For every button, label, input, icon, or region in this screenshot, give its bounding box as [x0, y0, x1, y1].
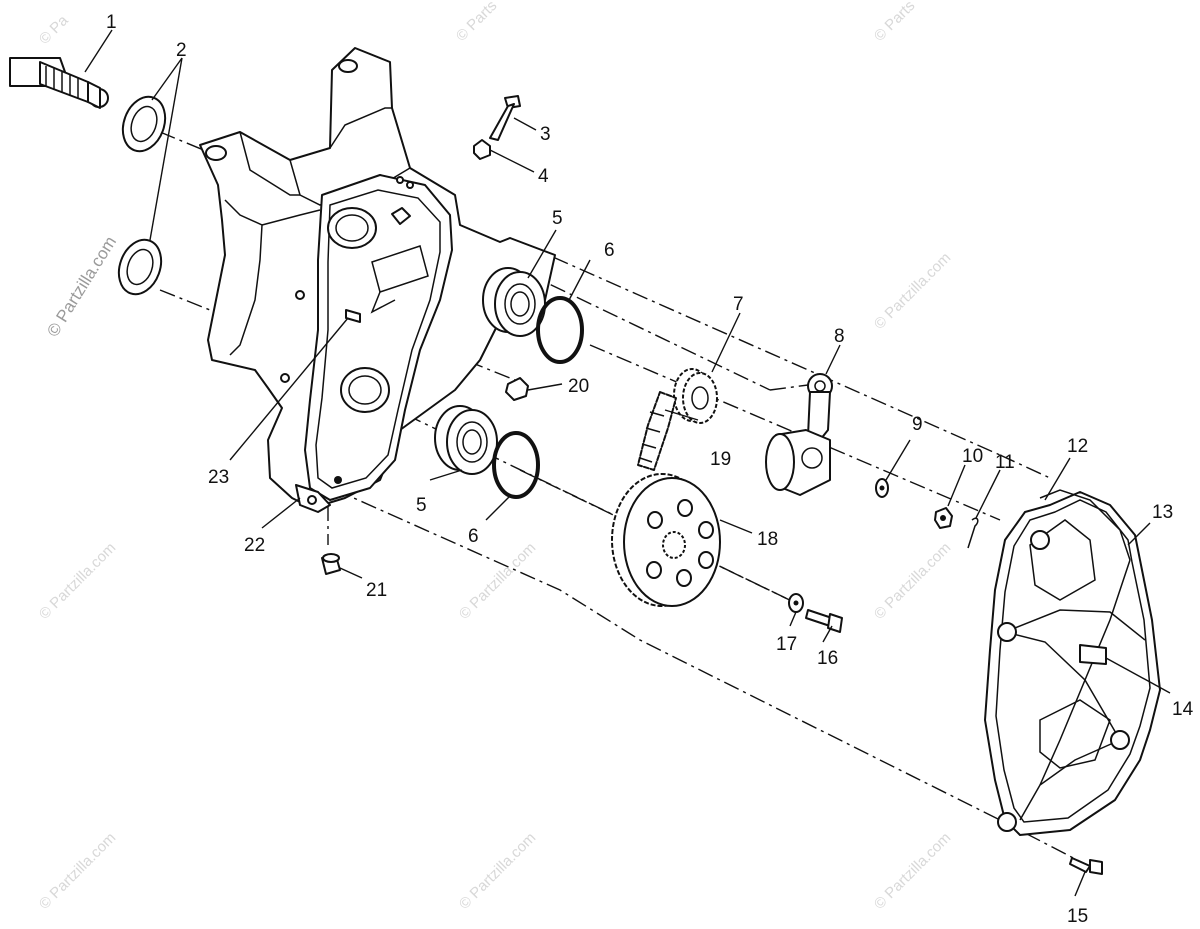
watermark: © Partzilla.com	[36, 829, 119, 912]
part-6-snap-ring-lower	[492, 431, 540, 499]
part-7-sprocket	[673, 368, 718, 424]
callout-10: 10	[962, 446, 983, 467]
callout-1: 1	[106, 12, 117, 33]
callout-9: 9	[912, 414, 923, 435]
callout-7: 7	[733, 294, 744, 315]
part-17-washer	[788, 593, 804, 613]
callout-14: 14	[1172, 699, 1194, 720]
callout-12: 12	[1067, 436, 1088, 457]
watermark: © Partzilla.com	[36, 539, 119, 622]
callout-21: 21	[366, 580, 387, 601]
part-19-chain	[637, 391, 677, 471]
part-3-bolt	[489, 95, 521, 141]
part-4-nut	[473, 139, 491, 160]
part-5-bearing-upper	[482, 267, 546, 337]
part-11-cotter-pin	[967, 517, 979, 549]
part-14-decal	[1079, 644, 1107, 665]
watermark: © Partzilla.com	[456, 539, 539, 622]
watermark: © Parts	[453, 0, 501, 45]
part-9-washer	[875, 478, 889, 498]
callout-6: 6	[604, 240, 615, 261]
callout-3: 3	[540, 124, 551, 145]
watermark: © Pa	[36, 12, 72, 48]
chaincase-housing	[199, 47, 556, 513]
callout-4: 4	[538, 166, 549, 187]
part-5-bearing-lower	[434, 405, 498, 475]
callout-18: 18	[757, 529, 778, 550]
callout-11: 11	[995, 452, 1015, 473]
callout-19: 19	[710, 449, 731, 470]
part-6-snap-ring-upper	[536, 296, 584, 364]
callout-labels: 1 2 3 4 5 6 7 8 9 10 11 12 13 14 15 16 1…	[106, 12, 1194, 927]
part-2-seals	[117, 95, 167, 296]
callout-20: 20	[568, 376, 589, 397]
callout-5: 5	[552, 208, 563, 229]
part-18-gear	[611, 473, 721, 607]
part-16-bolt	[805, 609, 843, 633]
watermark: © Partzilla.com	[456, 829, 539, 912]
part-10-nut	[934, 507, 953, 529]
part-12-gasket	[1039, 489, 1131, 561]
callout-6b: 6	[468, 526, 479, 547]
callout-15: 15	[1067, 906, 1088, 927]
leader-lines	[84, 29, 1171, 897]
part-1-shaft	[9, 57, 109, 109]
watermark-main: © Partzilla.com	[43, 233, 120, 340]
part-20-nut	[505, 377, 529, 401]
watermark: © Partzilla.com	[871, 539, 954, 622]
watermark: © Parts	[871, 0, 919, 45]
callout-22: 22	[244, 535, 265, 556]
watermark: © Partzilla.com	[871, 249, 954, 332]
callout-5b: 5	[416, 495, 427, 516]
callout-16: 16	[817, 648, 838, 669]
part-21-nut	[321, 553, 341, 575]
callout-17: 17	[776, 634, 797, 655]
callout-23: 23	[208, 467, 229, 488]
part-13-chaincase-cover	[984, 491, 1161, 836]
part-8-tensioner-arm	[765, 373, 833, 496]
watermark: © Partzilla.com	[871, 829, 954, 912]
callout-13: 13	[1152, 502, 1173, 523]
part-23-stud	[345, 309, 361, 323]
callout-2: 2	[176, 40, 187, 61]
callout-8: 8	[834, 326, 845, 347]
part-15-bolt	[1069, 857, 1103, 875]
